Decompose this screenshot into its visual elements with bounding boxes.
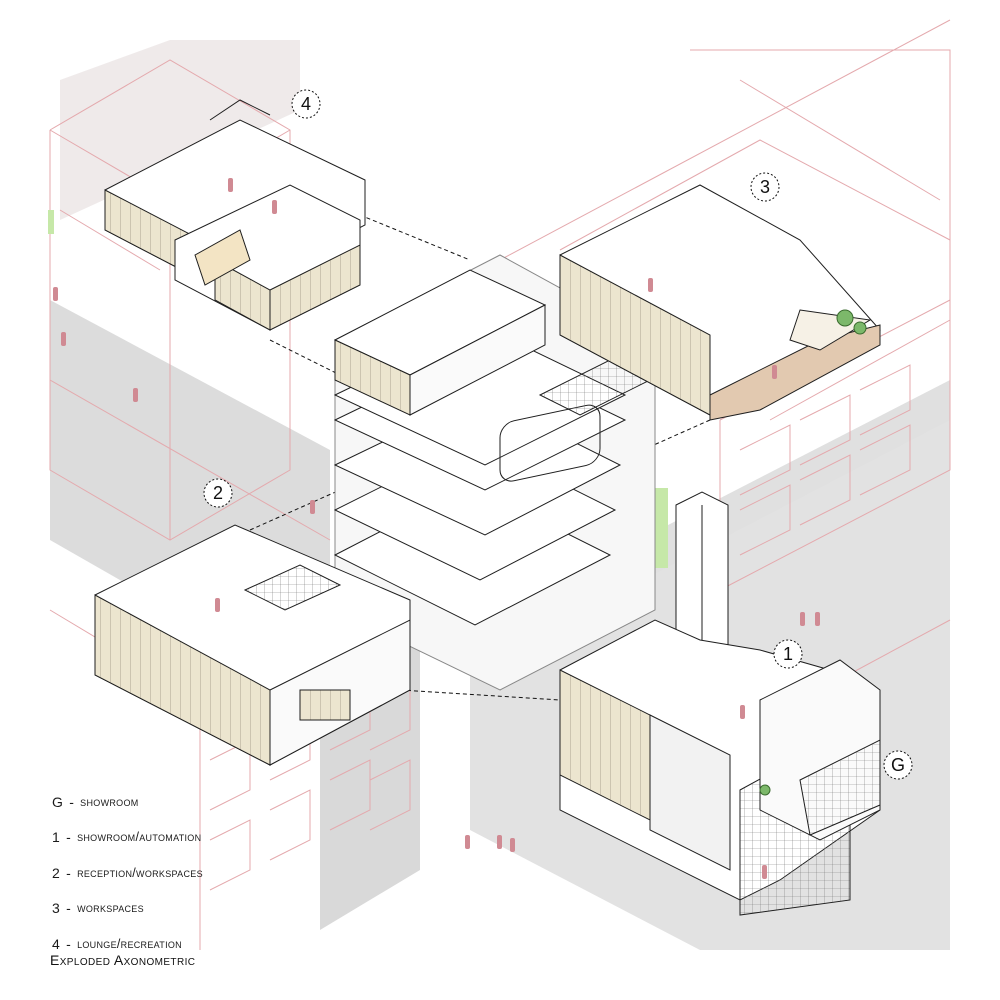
svg-text:2: 2 <box>213 483 223 503</box>
floor-2-module <box>94 524 411 766</box>
caption-text: Exploded Axonometric <box>50 952 196 968</box>
svg-text:3: 3 <box>760 177 770 197</box>
green-strip <box>48 210 54 234</box>
legend-key: 4 <box>52 935 61 952</box>
legend: G - showroom 1 - showroom/automation 2 -… <box>52 784 352 962</box>
floor-tag-g: G <box>883 750 913 780</box>
legend-row-4: 4 - lounge/recreation <box>52 926 352 962</box>
legend-label: reception/workspaces <box>77 865 203 880</box>
floor-tags: 4 3 2 1 G <box>203 89 913 780</box>
floor-4-module <box>104 99 366 331</box>
legend-label: showroom <box>80 794 139 809</box>
floor-tag-4: 4 <box>291 89 321 119</box>
legend-dash: - <box>66 900 72 917</box>
legend-dash: - <box>66 935 72 952</box>
legend-dash: - <box>66 829 72 846</box>
svg-text:1: 1 <box>783 644 793 664</box>
svg-text:G: G <box>891 755 905 775</box>
legend-key: 2 <box>52 864 61 881</box>
legend-key: G <box>52 793 64 810</box>
people <box>53 178 820 879</box>
drawing-caption: Exploded Axonometric <box>50 952 195 968</box>
legend-dash: - <box>66 864 72 881</box>
green-wall <box>654 488 668 568</box>
floor-tag-1: 1 <box>773 639 803 669</box>
legend-label: workspaces <box>77 901 144 916</box>
legend-label: lounge/recreation <box>77 936 182 951</box>
legend-label: showroom/automation <box>77 830 202 845</box>
floor-3-module <box>559 184 881 421</box>
legend-row-3: 3 - workspaces <box>52 891 352 927</box>
legend-key: 3 <box>52 900 61 917</box>
floor-1-g-module <box>559 619 881 916</box>
legend-row-1: 1 - showroom/automation <box>52 820 352 856</box>
floor-tag-3: 3 <box>750 172 780 202</box>
legend-dash: - <box>69 793 75 810</box>
legend-row-2: 2 - reception/workspaces <box>52 855 352 891</box>
legend-row-g: G - showroom <box>52 784 352 820</box>
central-tower <box>333 254 729 714</box>
legend-key: 1 <box>52 829 61 846</box>
svg-text:4: 4 <box>301 94 311 114</box>
floor-tag-2: 2 <box>203 478 233 508</box>
